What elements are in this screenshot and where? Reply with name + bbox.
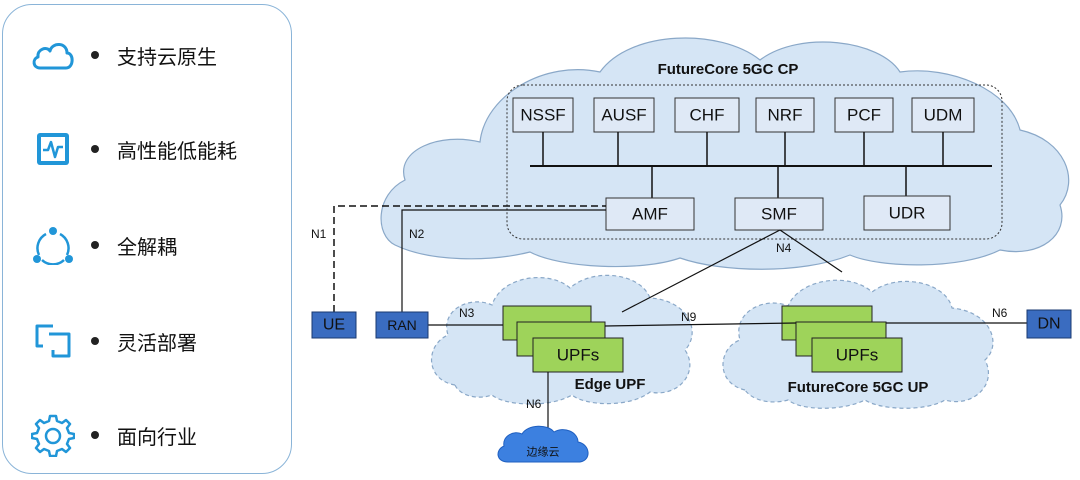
bus-connectors: [542, 132, 944, 198]
feature-label: 灵活部署: [117, 330, 197, 355]
nf-label-chf: CHF: [690, 106, 725, 125]
core-upf-stack-label: UPFs: [836, 346, 879, 365]
feature-cloud-native: 支持云原生: [29, 33, 217, 77]
feature-label: 高性能低能耗: [117, 138, 237, 163]
dn-box: [1026, 309, 1072, 339]
edge-cloud-label: 边缘云: [527, 446, 560, 459]
nf-box-chf: [674, 97, 740, 133]
nf-label-udm: UDM: [924, 106, 963, 125]
feature-label: 面向行业: [117, 424, 197, 449]
n2-label: N2: [409, 227, 425, 241]
ue-label: UE: [323, 317, 345, 334]
n4-links: [621, 229, 843, 313]
n1-label: N1: [311, 227, 327, 241]
udr-label: UDR: [889, 204, 926, 223]
n2-link: [401, 209, 606, 312]
smf-label: SMF: [761, 205, 797, 224]
n6-core-label: N6: [992, 306, 1008, 320]
pulse-monitor-icon: [29, 127, 77, 171]
nf-box-udm: [911, 97, 975, 133]
n9-label: N9: [681, 310, 697, 324]
nf-box-ausf: [593, 97, 655, 133]
amf-label: AMF: [632, 205, 668, 224]
edge-upf-box: [532, 337, 624, 373]
udr-box: [863, 195, 951, 231]
feature-label: 支持云原生: [117, 44, 217, 69]
nf-box-nssf: [512, 97, 574, 133]
gear-icon: [29, 413, 77, 457]
bullet: [91, 51, 99, 59]
nf-box-pcf: [834, 97, 894, 133]
feature-flexible-deploy: 灵活部署: [29, 319, 197, 363]
nf-label-nrf: NRF: [768, 106, 803, 125]
n9-link: [604, 322, 797, 327]
ran-box: [375, 311, 429, 339]
n1-link: [333, 205, 606, 312]
nf-label-pcf: PCF: [847, 106, 881, 125]
feature-panel: 支持云原生 高性能低能耗 全解耦 灵活部署 面向行业: [2, 4, 292, 474]
core-upf-title: FutureCore 5GC UP: [788, 379, 929, 396]
triangle-nodes-icon: [29, 223, 77, 267]
edge-cloud-icon: [497, 425, 589, 463]
n4-label: N4: [776, 241, 792, 255]
bullet: [91, 241, 99, 249]
nf-label-ausf: AUSF: [601, 106, 646, 125]
control-plane-title: FutureCore 5GC CP: [658, 61, 799, 78]
feature-performance: 高性能低能耗: [29, 127, 237, 171]
n6-edge-label: N6: [526, 397, 542, 411]
ran-label: RAN: [387, 317, 417, 333]
cloud-icon: [29, 33, 77, 77]
nf-group-frame: [506, 84, 1003, 240]
feature-label: 全解耦: [117, 234, 177, 259]
ue-box: [311, 311, 357, 339]
bullet: [91, 337, 99, 345]
edge-upf-title: Edge UPF: [575, 376, 646, 393]
dn-label: DN: [1037, 316, 1060, 333]
bullet: [91, 145, 99, 153]
nf-label-nssf: NSSF: [520, 106, 565, 125]
feature-industry: 面向行业: [29, 413, 197, 457]
edge-upf-stack-label: UPFs: [557, 346, 600, 365]
core-upf-box: [811, 337, 903, 373]
amf-box: [605, 197, 695, 231]
bullet: [91, 431, 99, 439]
overlap-squares-icon: [29, 319, 77, 363]
feature-decoupling: 全解耦: [29, 223, 177, 267]
n3-label: N3: [459, 306, 475, 320]
